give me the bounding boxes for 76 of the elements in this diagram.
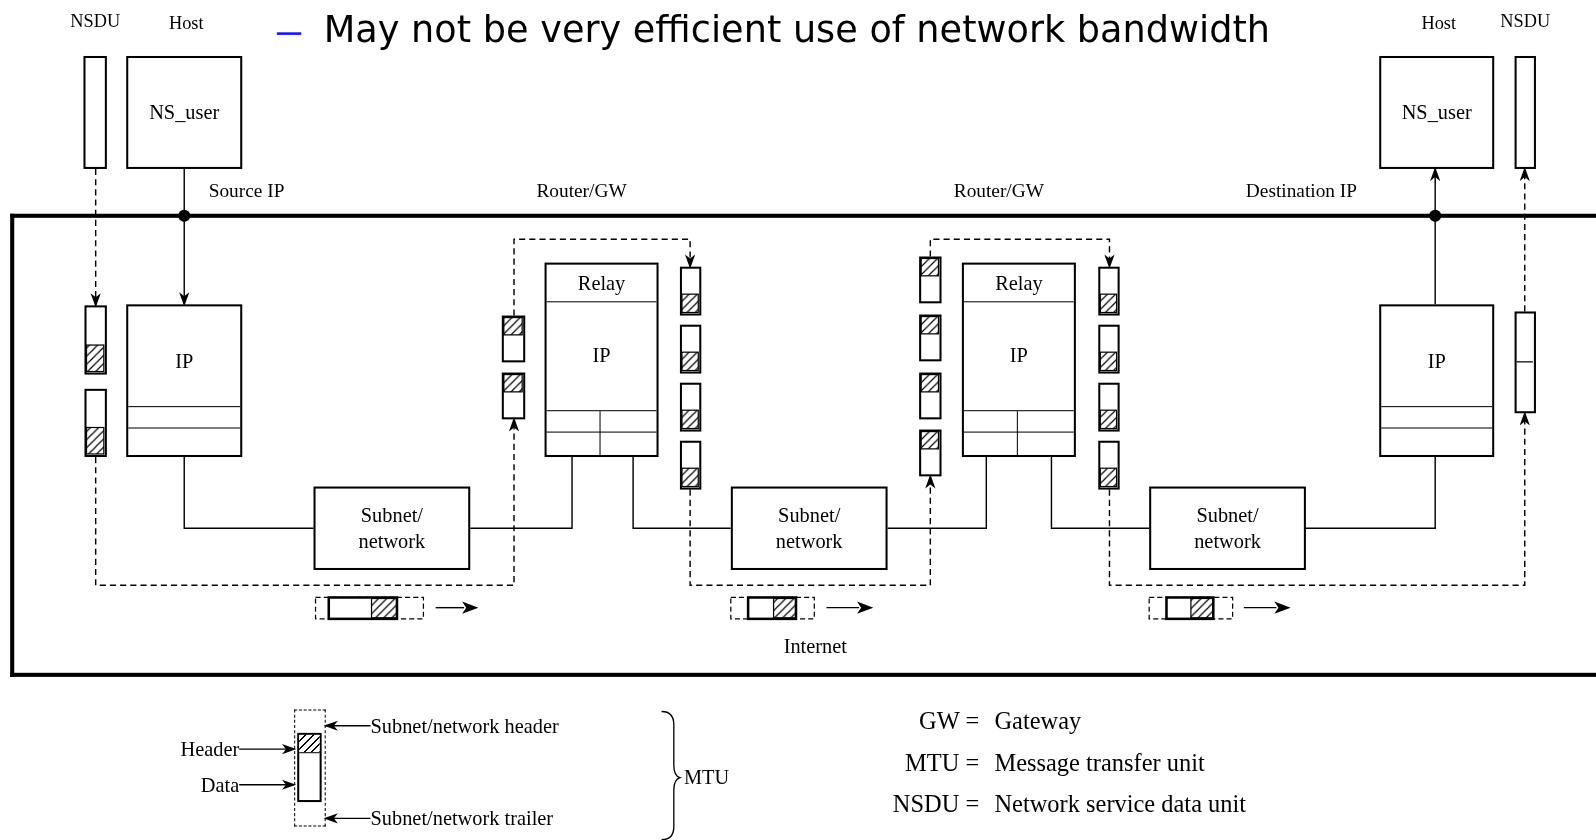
connector-line <box>886 456 988 529</box>
glossary-text: Gateway <box>994 707 1082 735</box>
bullet-text: May not be very efficient use of network bandwidth <box>323 8 1271 50</box>
callout-label: Subnet/network trailer <box>370 806 625 831</box>
connector-line <box>1305 456 1436 529</box>
arrow <box>179 168 190 307</box>
dashed-arrow <box>513 238 696 317</box>
arrow <box>323 720 372 731</box>
node-heading: Host <box>1421 11 1457 35</box>
box-label: NS_user <box>149 99 220 126</box>
node-heading: NSDU <box>1500 11 1551 33</box>
packet-fragment <box>1098 266 1120 316</box>
internet-band <box>10 213 1596 677</box>
packet-fragment <box>679 266 702 316</box>
connector-line <box>1050 456 1150 529</box>
box-label: Relay <box>546 264 657 303</box>
arrow <box>323 813 372 824</box>
glossary-text: NSDU = <box>892 790 980 819</box>
box-label: NS_user <box>1401 99 1472 126</box>
node-heading: NSDU <box>70 11 121 33</box>
data-unit-bar <box>1514 311 1536 414</box>
annotation-label: Router/GW <box>953 180 1044 203</box>
annotation-label: Source IP <box>208 180 285 203</box>
glossary-text: MTU = <box>905 749 980 777</box>
annotation-label: Destination IP <box>1245 180 1358 203</box>
packet-fragment <box>1098 382 1120 432</box>
band-label: Internet <box>783 635 847 659</box>
box-label: IP <box>1009 343 1028 369</box>
glossary-text: Message transfer unit <box>994 749 1205 777</box>
box-label: IP <box>592 343 611 369</box>
arrow <box>1430 166 1441 306</box>
packet-fragment <box>1098 324 1120 374</box>
arrow <box>238 779 297 790</box>
node-heading: Host <box>168 11 204 35</box>
packet-fragment <box>501 315 526 363</box>
box-label: Relay <box>963 264 1074 303</box>
protocol-box <box>126 304 243 457</box>
protocol-box <box>1379 304 1495 457</box>
connector-line <box>469 456 573 529</box>
packet-fragment <box>84 305 107 375</box>
packet-fragment <box>919 256 942 304</box>
dashed-arrow <box>929 238 1115 269</box>
packet-fragment <box>919 372 942 420</box>
process-box <box>313 486 471 570</box>
packet-fragment <box>84 388 107 457</box>
box-label: Subnet/ network <box>357 502 427 554</box>
arrow <box>238 744 297 755</box>
glossary-text: GW = <box>919 707 980 735</box>
packet-fragment <box>1098 440 1120 490</box>
router-box <box>544 262 659 457</box>
connector-line <box>632 456 732 529</box>
box-label: Subnet/ network <box>1193 502 1262 554</box>
box-label: IP <box>175 349 194 375</box>
process-box <box>1149 486 1306 570</box>
dashed-arrow <box>1519 166 1530 313</box>
box-label: IP <box>1427 349 1446 375</box>
router-box <box>961 262 1076 457</box>
process-box <box>730 486 888 570</box>
packet-fragment <box>679 440 702 490</box>
callout-label: Subnet/network header <box>370 713 625 738</box>
callout-label: Header <box>157 736 240 762</box>
packet-fragment <box>679 324 702 374</box>
glossary-text: Network service data unit <box>994 790 1247 819</box>
packet-fragment <box>919 314 942 362</box>
box-label: Subnet/ network <box>774 502 844 554</box>
packet-fragment <box>679 382 702 432</box>
packet-fragment <box>919 429 942 477</box>
connector-line <box>183 456 315 529</box>
dashed-arrow <box>90 168 101 308</box>
dashed-arrow <box>1108 411 1530 586</box>
dashed-arrow <box>94 417 520 586</box>
packet-fragment <box>501 372 526 420</box>
annotation-label: Router/GW <box>536 180 627 203</box>
dashed-arrow <box>689 474 936 586</box>
annotation-label: MTU <box>684 765 730 789</box>
callout-label: Data <box>183 772 240 797</box>
